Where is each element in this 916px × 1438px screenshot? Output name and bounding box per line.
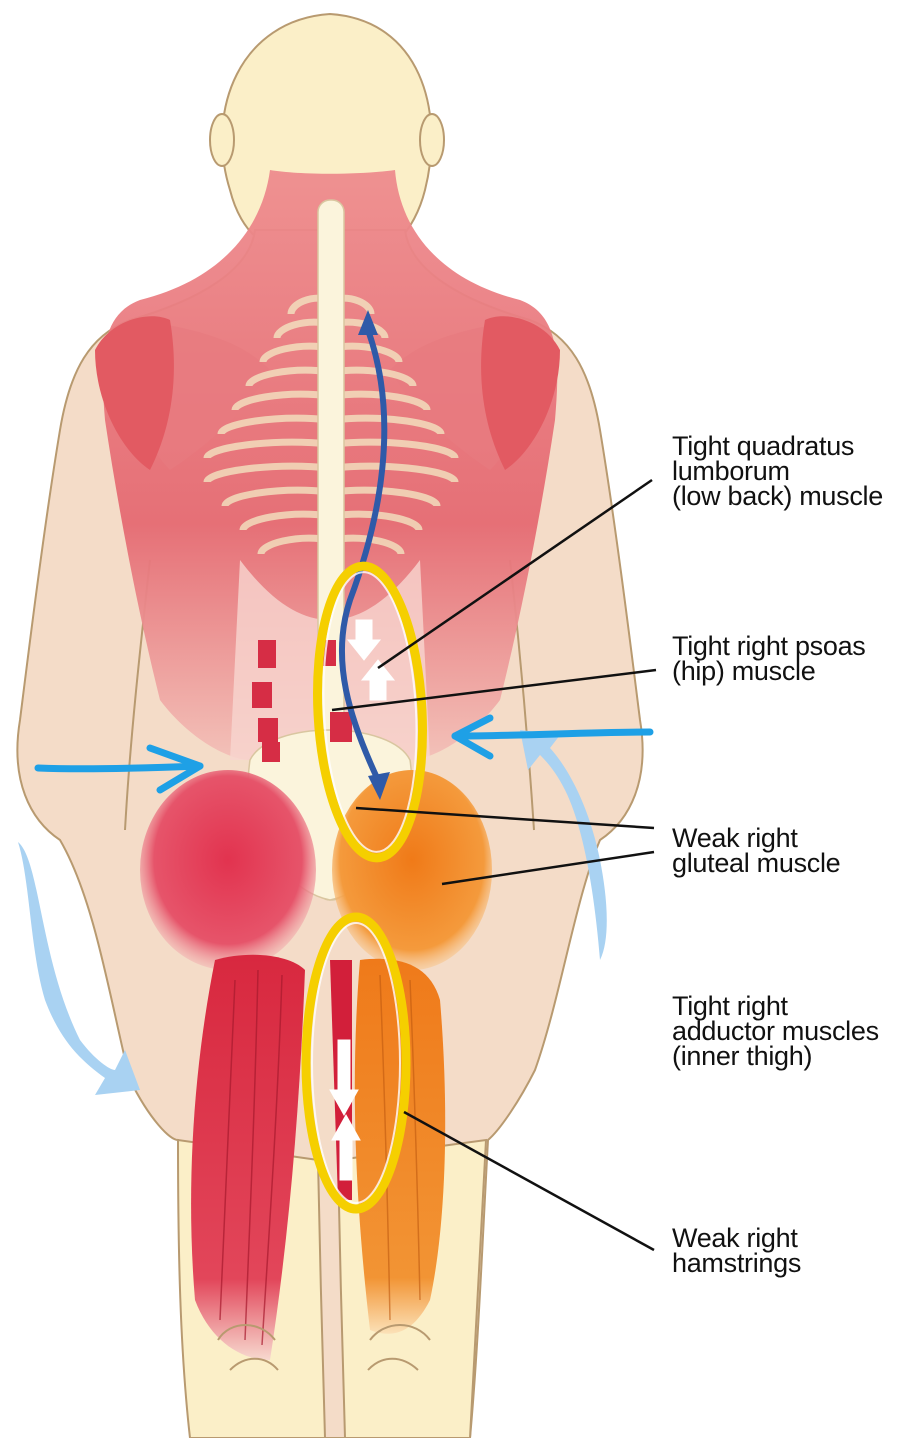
left-gluteal-muscle: [140, 770, 316, 970]
label-psoas: Tight right psoas (hip) muscle: [672, 631, 866, 686]
rib: [203, 462, 332, 484]
label-line: Tight right psoas: [672, 631, 866, 661]
label-line: hamstrings: [672, 1248, 802, 1278]
ear-right: [419, 113, 445, 167]
label-line: Weak right: [672, 1223, 798, 1253]
left-hamstrings: [191, 954, 305, 1360]
curved-arrow-dark-blue: [338, 310, 390, 800]
label-line: adductor muscles: [672, 1016, 879, 1046]
label-gluteal: Weak right gluteal muscle: [672, 823, 841, 878]
tension-arrows: [329, 619, 396, 1181]
pelvis-shift-arrows: [34, 714, 654, 794]
knees: [217, 1324, 431, 1371]
rib: [330, 390, 431, 412]
rib: [330, 414, 445, 436]
rib: [203, 438, 332, 460]
label-line: (inner thigh): [672, 1041, 813, 1071]
label-line: (low back) muscle: [672, 481, 883, 511]
label-line: Weak right: [672, 823, 798, 853]
rib: [221, 486, 332, 508]
label-line: lumborum: [672, 456, 790, 486]
lumbar-muscle-blocks: [252, 640, 352, 762]
rib: [330, 438, 459, 460]
rib: [217, 414, 332, 436]
label-quadratus-lumborum: Tight quadratus lumborum (low back) musc…: [672, 431, 883, 511]
label-line: Tight quadratus: [672, 431, 855, 461]
rib: [231, 390, 332, 412]
label-line: (hip) muscle: [672, 656, 816, 686]
leader-lines: [331, 478, 657, 1252]
highlight-rings: [301, 561, 427, 1214]
spine-and-ribs: [203, 199, 459, 901]
rib: [330, 462, 459, 484]
label-line: gluteal muscle: [672, 848, 841, 878]
rib: [330, 486, 441, 508]
label-line: Tight right: [672, 991, 788, 1021]
label-hamstrings: Weak right hamstrings: [672, 1223, 802, 1278]
ear-left: [209, 113, 235, 167]
rotation-arrows-light-blue: [18, 730, 607, 1095]
label-adductor: Tight right adductor muscles (inner thig…: [672, 991, 879, 1071]
